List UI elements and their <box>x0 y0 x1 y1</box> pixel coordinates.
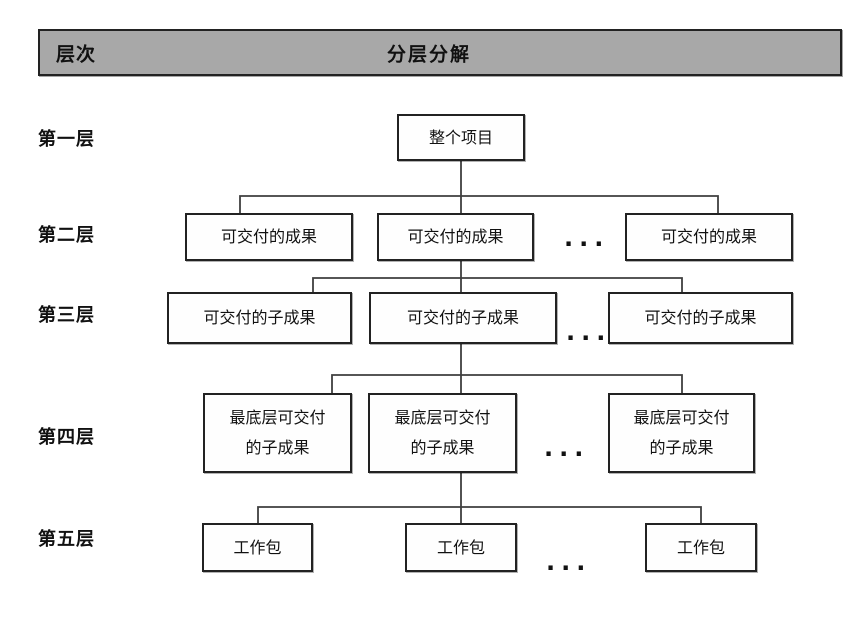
header-bar: 层次 分层分解 <box>38 29 842 76</box>
node-sub-deliverable-2: 可交付的子成果 <box>369 292 557 344</box>
node-whole-project: 整个项目 <box>397 114 525 161</box>
header-decomposition-title: 分层分解 <box>387 43 472 65</box>
row-label-level-4: 第四层 <box>38 427 95 448</box>
node-sub-deliverable-3: 可交付的子成果 <box>608 292 793 344</box>
node-deliverable-2: 可交付的成果 <box>377 213 534 261</box>
ellipsis-level-4: ... <box>544 434 590 462</box>
row-label-level-5: 第五层 <box>38 529 95 550</box>
header-level-column-label: 层次 <box>56 43 97 65</box>
ellipsis-level-2: ... <box>564 224 610 252</box>
node-lowest-sub-deliverable-2: 最底层可交付 的子成果 <box>368 393 517 473</box>
node-work-package-2: 工作包 <box>405 523 517 572</box>
row-label-level-3: 第三层 <box>38 305 95 326</box>
row-label-level-2: 第二层 <box>38 225 95 246</box>
ellipsis-level-5: ... <box>546 548 592 576</box>
node-work-package-1: 工作包 <box>202 523 313 572</box>
node-deliverable-1: 可交付的成果 <box>185 213 353 261</box>
node-deliverable-3: 可交付的成果 <box>625 213 793 261</box>
node-work-package-3: 工作包 <box>645 523 757 572</box>
node-lowest-sub-deliverable-3: 最底层可交付 的子成果 <box>608 393 755 473</box>
node-sub-deliverable-1: 可交付的子成果 <box>167 292 352 344</box>
ellipsis-level-3: ... <box>566 318 612 346</box>
row-label-level-1: 第一层 <box>38 129 95 150</box>
node-lowest-sub-deliverable-1: 最底层可交付 的子成果 <box>203 393 352 473</box>
